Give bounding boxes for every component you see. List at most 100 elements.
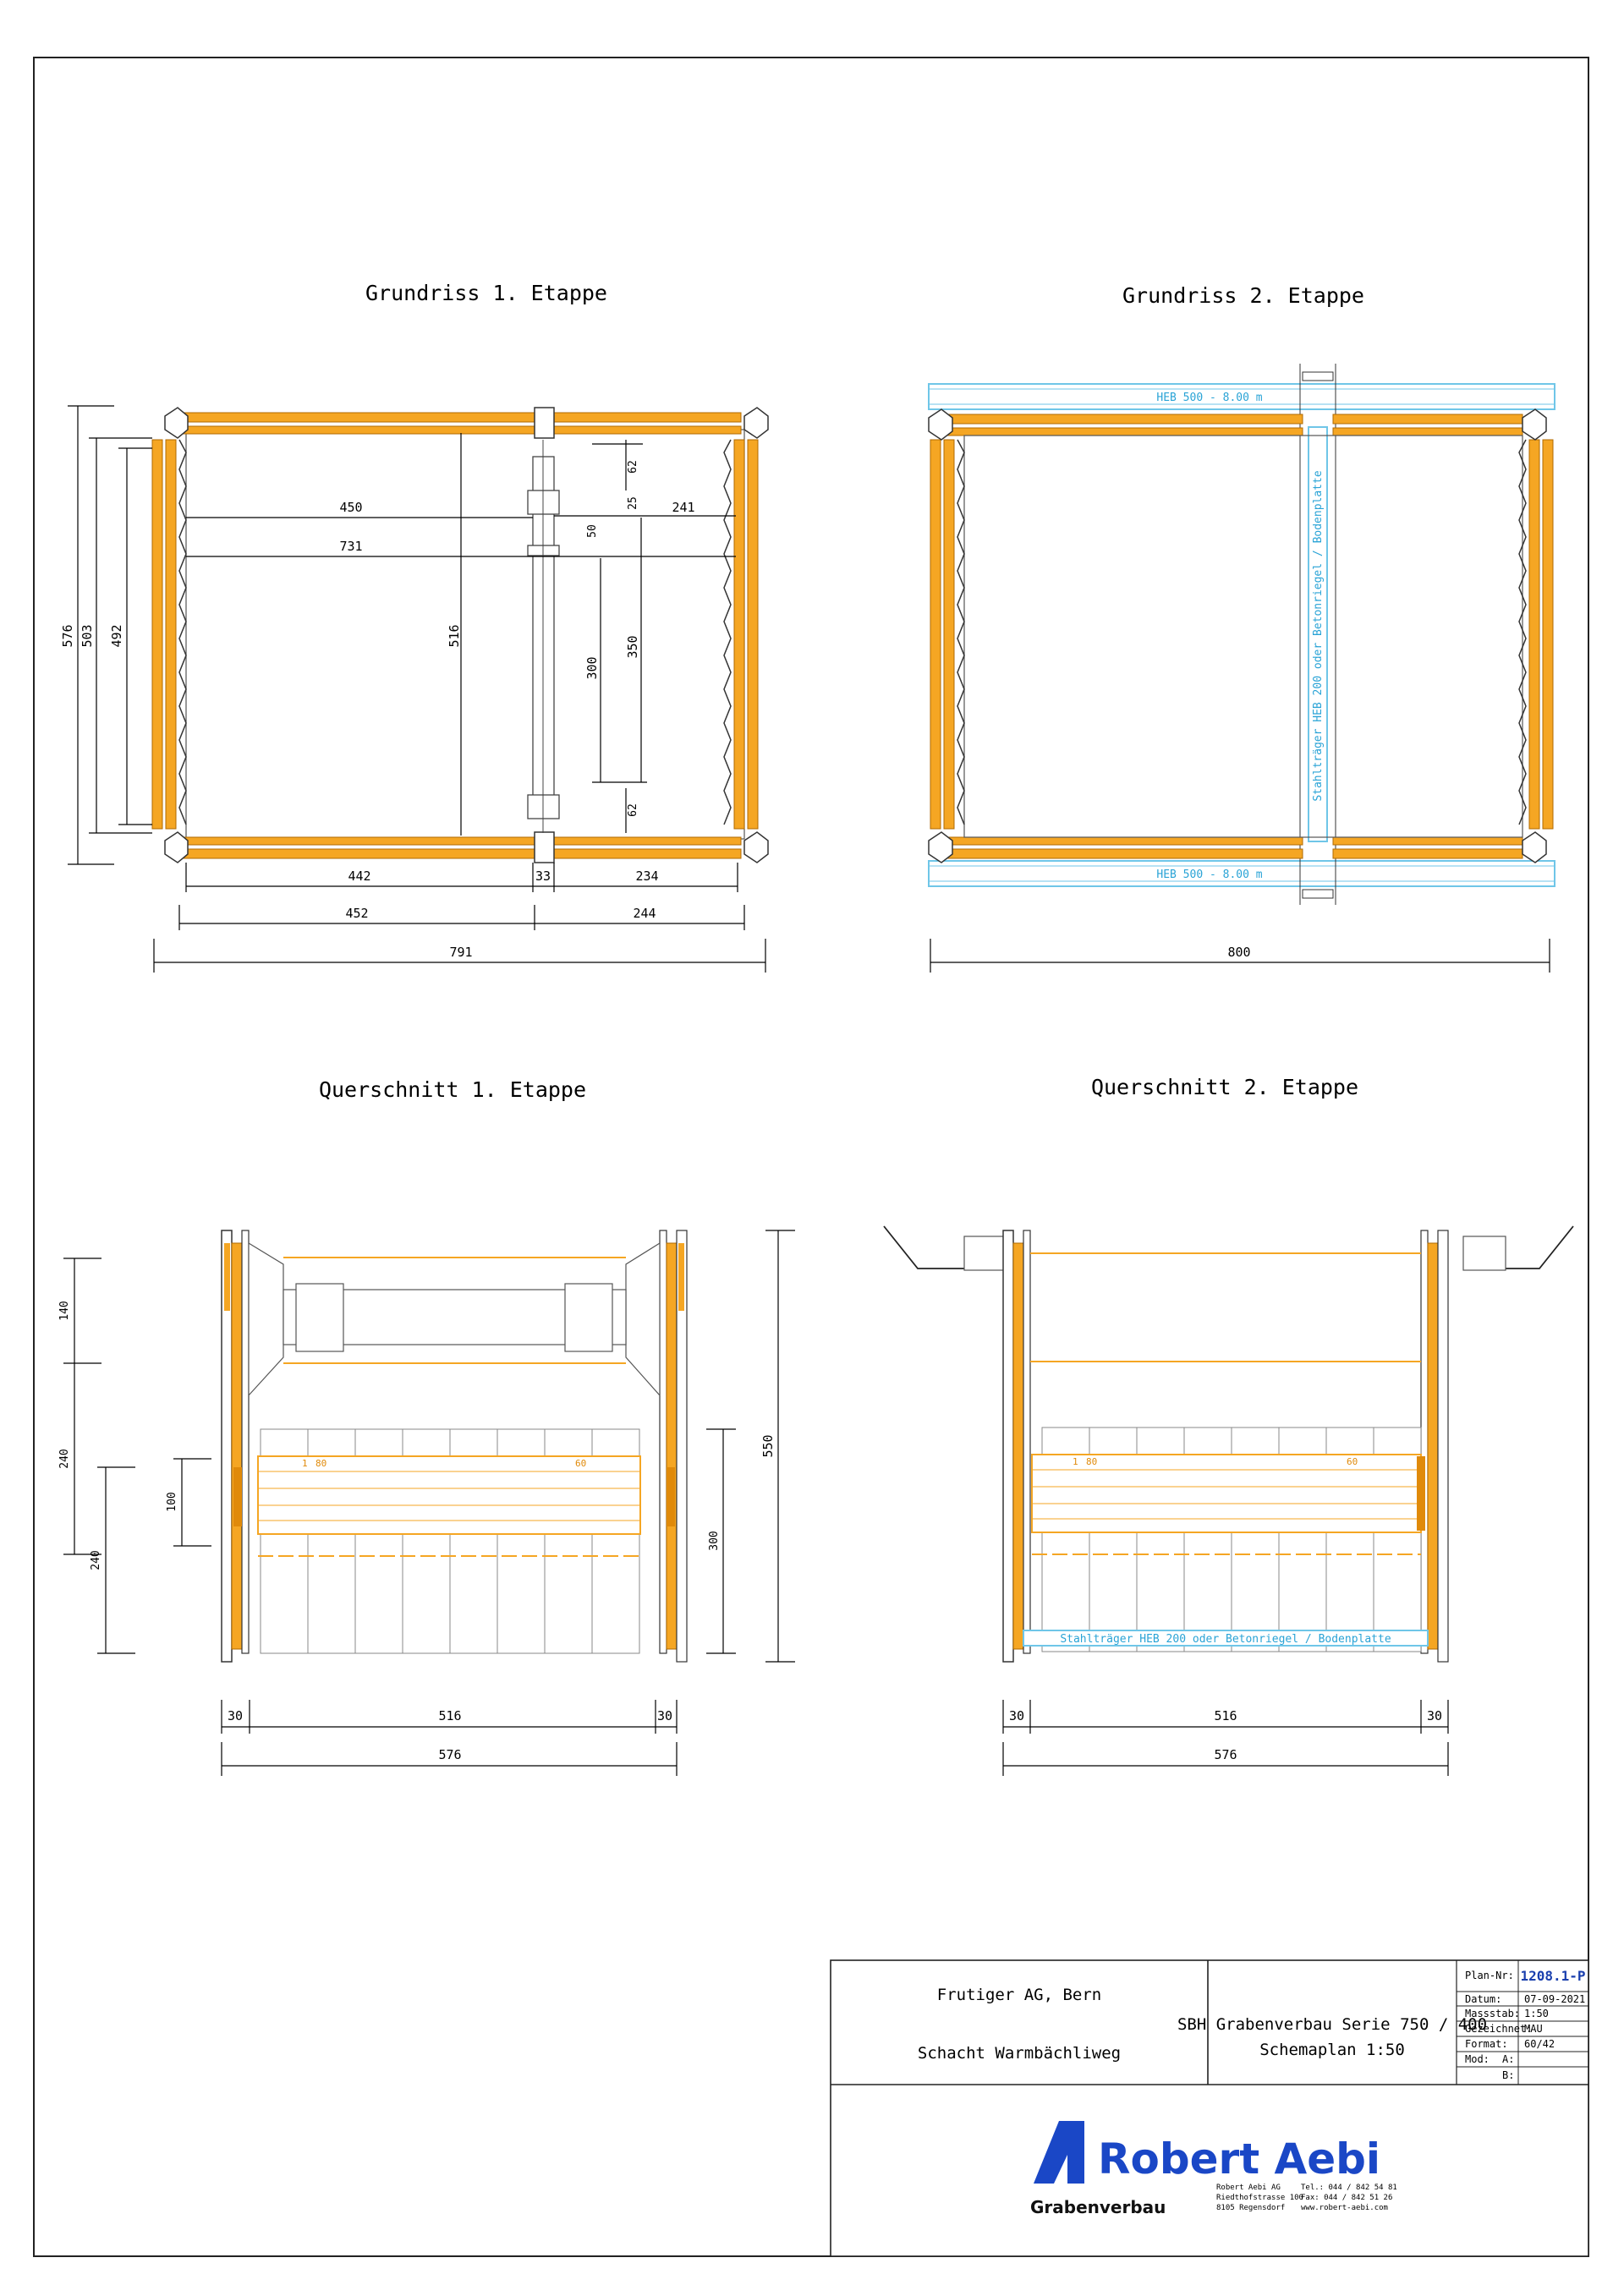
section-1-dim-100: 100 <box>166 1492 178 1511</box>
plan-2-right-wall <box>1518 439 1554 830</box>
address-line-1: Robert Aebi AG <box>1216 2184 1281 2192</box>
contact-line-3: www.robert-aebi.com <box>1301 2204 1388 2212</box>
plan-1-left-wall <box>151 439 187 830</box>
section-2-dim-516: 516 <box>1214 1708 1237 1723</box>
contact-line-2: Fax: 044 / 842 51 26 <box>1301 2194 1392 2202</box>
plan-1-dim-452: 452 <box>345 906 368 921</box>
plan-1-dim-62b: 62 <box>627 803 639 817</box>
tb-field-2-label: Massstab: <box>1465 2008 1520 2019</box>
section-2-strut-label: Stahlträger HEB 200 oder Betonriegel / B… <box>1060 1633 1391 1646</box>
section-1-frame <box>248 1241 661 1397</box>
plan-1-dim-450: 450 <box>339 500 362 515</box>
section-1-dim-140: 140 <box>58 1301 71 1320</box>
plan-1-bottom-dims <box>153 863 766 973</box>
tb-client: Frutiger AG, Bern <box>937 1986 1101 2004</box>
section-1-dim-576: 576 <box>438 1747 461 1762</box>
section-1-mark-1: 1 <box>302 1458 308 1469</box>
tb-project: Schacht Warmbächliweg <box>918 2044 1121 2063</box>
contact-line-1: Tel.: 044 / 842 54 81 <box>1301 2184 1397 2192</box>
section-1-dim-240b: 240 <box>90 1550 102 1570</box>
plan-2-dims <box>930 939 1550 973</box>
plan-1: Grundriss 1. Etappe <box>60 281 769 973</box>
section-2-dim-576: 576 <box>1214 1747 1237 1762</box>
tb-field-4-value: 60/42 <box>1524 2038 1555 2050</box>
plan-2-beam-top <box>928 383 1555 410</box>
plan-1-dim-234: 234 <box>635 869 658 884</box>
section-1-left-dims <box>63 1258 211 1654</box>
plan-2-dim-800: 800 <box>1227 945 1250 960</box>
section-2-beam-stubs <box>963 1236 1506 1271</box>
tb-field-3-label: Gezeichnet: <box>1465 2023 1532 2035</box>
tb-field-2-value: 1:50 <box>1524 2008 1549 2019</box>
section-2-waler <box>1031 1454 1425 1555</box>
plan-2: Grundriss 2. Etappe HEB 500 - 8.00 m HEB… <box>928 283 1555 973</box>
plan-1-top-walers <box>173 412 742 435</box>
plan-1-dim-244: 244 <box>633 906 656 921</box>
section-2-bottom-dims <box>1002 1700 1449 1776</box>
plan-2-beam-top-label: HEB 500 - 8.00 m <box>1156 392 1262 404</box>
address-line-2: Riedthofstrasse 100 <box>1216 2194 1303 2202</box>
section-1-right-wall <box>659 1230 688 1663</box>
plan-1-corner-brackets <box>164 407 769 863</box>
section-1-dim-30a: 30 <box>228 1708 243 1723</box>
tb-field-4-label: Format: <box>1465 2038 1508 2050</box>
plan-1-dim-300: 300 <box>584 656 600 679</box>
section-2-dim-30a: 30 <box>1009 1708 1024 1723</box>
section-2-title: Querschnitt 2. Etappe <box>1091 1075 1358 1099</box>
section-2-mark-1: 1 <box>1073 1456 1078 1467</box>
logo-mark-icon <box>1034 2121 1084 2184</box>
plan-1-dim-503: 503 <box>80 624 95 647</box>
tb-field-5-value: A: <box>1502 2053 1514 2065</box>
tb-field-0-label: Plan-Nr: <box>1465 1970 1514 1981</box>
section-1-dim-240a: 240 <box>58 1449 71 1468</box>
plan-1-dim-791: 791 <box>449 945 472 960</box>
plan-1-dim-492: 492 <box>109 624 124 647</box>
plan-1-dim-25: 25 <box>627 496 639 510</box>
section-2-left-wall <box>1002 1230 1031 1663</box>
plan-2-strut <box>1308 426 1328 842</box>
plan-2-corner-brackets <box>928 408 1547 863</box>
section-2-strut <box>1023 1630 1429 1647</box>
plan-1-dim-62a: 62 <box>627 460 639 474</box>
plan-2-title: Grundriss 2. Etappe <box>1122 283 1364 308</box>
section-1-mark-60: 60 <box>575 1458 586 1469</box>
plan-1-left-dims <box>68 405 152 865</box>
tb-field-3-value: MAU <box>1524 2023 1543 2035</box>
section-1-waler <box>257 1455 641 1557</box>
sheet-border <box>33 57 1589 2257</box>
plan-2-pit-outline <box>963 435 1523 838</box>
plan-1-dim-516: 516 <box>447 624 462 647</box>
plan-1-right-wall <box>723 439 759 830</box>
section-2: Querschnitt 2. Etappe <box>883 1075 1574 1776</box>
section-1-right-dims <box>706 1230 795 1663</box>
plan-2-strut-label: Stahlträger HEB 200 oder Betonriegel / B… <box>1312 470 1325 802</box>
tb-system-line1: SBH Grabenverbau Serie 750 / 400 <box>1177 2015 1487 2034</box>
plan-1-dim-33: 33 <box>535 869 551 884</box>
tb-field-5-label: Mod: <box>1465 2053 1490 2065</box>
section-1: Querschnitt 1. Etappe <box>58 1077 795 1776</box>
logo-name: Robert Aebi <box>1098 2134 1380 2184</box>
section-1-dim-516: 516 <box>438 1708 461 1723</box>
plan-1-central-strut <box>527 440 560 833</box>
section-1-bottom-dims <box>221 1700 678 1776</box>
plan-1-dim-241: 241 <box>672 500 694 515</box>
section-1-dim-30b: 30 <box>657 1708 672 1723</box>
section-1-dim-550: 550 <box>760 1434 776 1457</box>
tb-field-1-label: Datum: <box>1465 1993 1501 2005</box>
plan-1-bottom-walers <box>173 836 742 859</box>
plan-1-dim-576: 576 <box>60 624 75 647</box>
plan-1-dim-731: 731 <box>339 539 362 554</box>
plan-2-beam-bottom <box>928 860 1555 887</box>
title-block: Frutiger AG, Bern Schacht Warmbächliweg … <box>830 1959 1589 2257</box>
section-2-mark-60: 60 <box>1347 1456 1358 1467</box>
plan-1-dim-50: 50 <box>586 524 599 538</box>
company-logo: Robert Aebi Grabenverbau Robert Aebi AG … <box>1030 2121 1397 2217</box>
tb-field-6-value: B: <box>1502 2069 1514 2081</box>
tb-system-line2: Schemaplan 1:50 <box>1259 2041 1405 2059</box>
plan-1-inner-dims <box>186 433 736 836</box>
section-1-mark-80: 80 <box>315 1458 326 1469</box>
tb-field-1-value: 07-09-2021 <box>1524 1993 1585 2005</box>
plan-2-walers <box>946 414 1523 859</box>
plan-1-pit-outline <box>185 429 745 840</box>
